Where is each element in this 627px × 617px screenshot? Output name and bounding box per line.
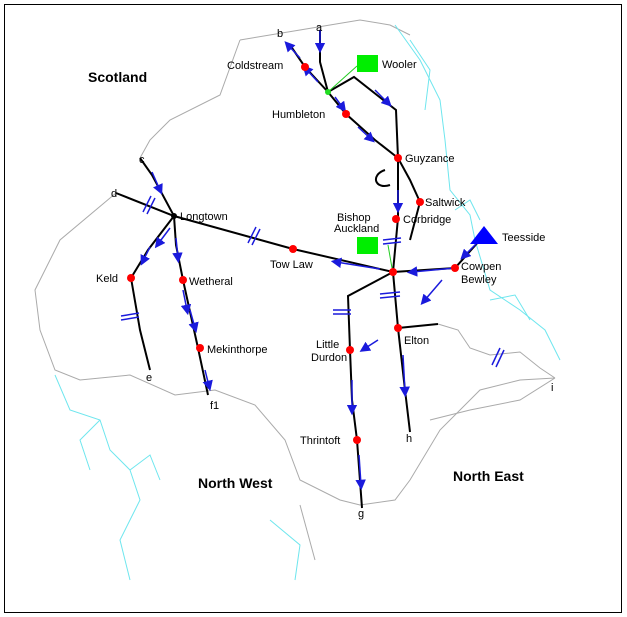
marker-i: i	[551, 382, 553, 394]
marker-d: d	[111, 188, 117, 200]
bishop-auckland-generator-icon[interactable]	[357, 237, 378, 254]
label-little: Little	[316, 339, 339, 351]
label-cowpen: Cowpen	[461, 261, 501, 273]
label-thrintoft: Thrintoft	[300, 435, 340, 447]
node-saltwick[interactable]	[416, 198, 424, 206]
node-little-durdon[interactable]	[346, 346, 354, 354]
node-longtown[interactable]	[171, 213, 177, 219]
marker-a: a	[316, 22, 323, 34]
label-saltwick: Saltwick	[425, 197, 466, 209]
label-wetheral: Wetheral	[189, 276, 233, 288]
marker-g: g	[358, 508, 364, 520]
marker-b: b	[277, 28, 283, 40]
boundary-ticks	[120, 195, 505, 368]
label-teesside: Teesside	[502, 232, 545, 244]
label-tow-law: Tow Law	[270, 259, 313, 271]
node-markers	[127, 63, 459, 444]
node-elton[interactable]	[394, 324, 402, 332]
label-mekinthorpe: Mekinthorpe	[207, 344, 268, 356]
coastline	[54, 24, 561, 581]
label-bishop: Bishop	[337, 212, 371, 224]
label-elton: Elton	[404, 335, 429, 347]
marker-c: c	[139, 154, 145, 166]
node-wetheral[interactable]	[179, 276, 187, 284]
region-scotland: Scotland	[88, 69, 147, 85]
node-coldstream[interactable]	[301, 63, 309, 71]
label-humbleton: Humbleton	[272, 109, 325, 121]
node-guyzance[interactable]	[394, 154, 402, 162]
label-guyzance: Guyzance	[405, 153, 455, 165]
node-mekinthorpe[interactable]	[196, 344, 204, 352]
wooler-generator-icon[interactable]	[357, 55, 378, 72]
node-humbleton[interactable]	[342, 110, 350, 118]
marker-f1: f1	[210, 400, 219, 412]
flow-arrows	[140, 30, 481, 491]
label-bewley: Bewley	[461, 274, 497, 286]
regional-boundaries	[34, 19, 556, 561]
region-north-west: North West	[198, 475, 273, 491]
node-tow-law[interactable]	[289, 245, 297, 253]
label-coldstream: Coldstream	[227, 60, 283, 72]
label-corbridge: Corbridge	[403, 214, 451, 226]
wooler-feeder	[327, 65, 393, 269]
node-hub[interactable]	[389, 268, 397, 276]
region-north-east: North East	[453, 468, 524, 484]
marker-h: h	[406, 433, 412, 445]
label-auckland: Auckland	[334, 223, 379, 235]
label-durdon: Durdon	[311, 352, 347, 364]
node-cowpen-bewley[interactable]	[451, 264, 459, 272]
node-keld[interactable]	[127, 274, 135, 282]
node-corbridge[interactable]	[392, 215, 400, 223]
wooler-junction	[325, 89, 331, 95]
diagram-frame	[4, 4, 622, 613]
marker-e: e	[146, 372, 152, 384]
node-thrintoft[interactable]	[353, 436, 361, 444]
label-keld: Keld	[96, 273, 118, 285]
label-wooler: Wooler	[382, 59, 417, 71]
label-longtown: Longtown	[180, 211, 228, 223]
teesside-load-icon[interactable]	[470, 226, 498, 244]
